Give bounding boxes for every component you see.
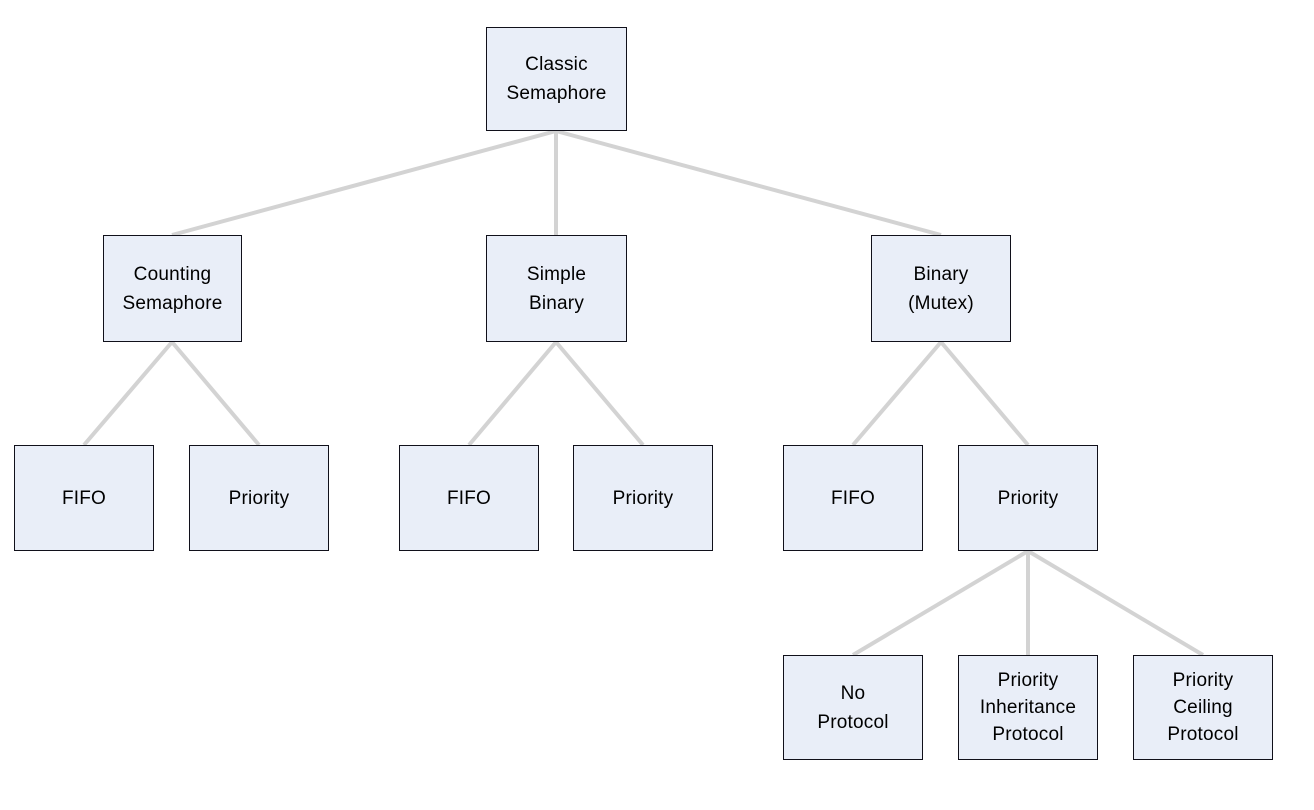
node-simple-binary: Simple Binary	[486, 235, 627, 342]
node-binary-mutex-priority: Priority	[958, 445, 1098, 551]
node-binary-mutex-fifo: FIFO	[783, 445, 923, 551]
edge-binary-mutex-to-priority	[939, 340, 1030, 447]
node-binary-mutex: Binary (Mutex)	[871, 235, 1011, 342]
edge-simple-binary-to-fifo	[467, 340, 558, 447]
edge-simple-binary-to-priority	[554, 340, 645, 447]
edge-classic-to-binary-mutex	[555, 129, 942, 237]
node-classic-semaphore: Classic Semaphore	[486, 27, 627, 131]
node-counting-priority: Priority	[189, 445, 329, 551]
edge-priority-to-ceiling	[1026, 549, 1205, 657]
edge-classic-to-counting	[171, 129, 557, 237]
node-counting-semaphore: Counting Semaphore	[103, 235, 242, 342]
edge-counting-to-fifo	[82, 340, 174, 447]
node-simple-binary-fifo: FIFO	[399, 445, 539, 551]
node-counting-fifo: FIFO	[14, 445, 154, 551]
edge-priority-to-no-protocol	[851, 549, 1030, 657]
node-priority-inheritance-protocol: Priority Inheritance Protocol	[958, 655, 1098, 760]
edge-binary-mutex-to-fifo	[851, 340, 943, 447]
node-simple-binary-priority: Priority	[573, 445, 713, 551]
node-priority-ceiling-protocol: Priority Ceiling Protocol	[1133, 655, 1273, 760]
edge-counting-to-priority	[170, 340, 261, 447]
node-no-protocol: No Protocol	[783, 655, 923, 760]
